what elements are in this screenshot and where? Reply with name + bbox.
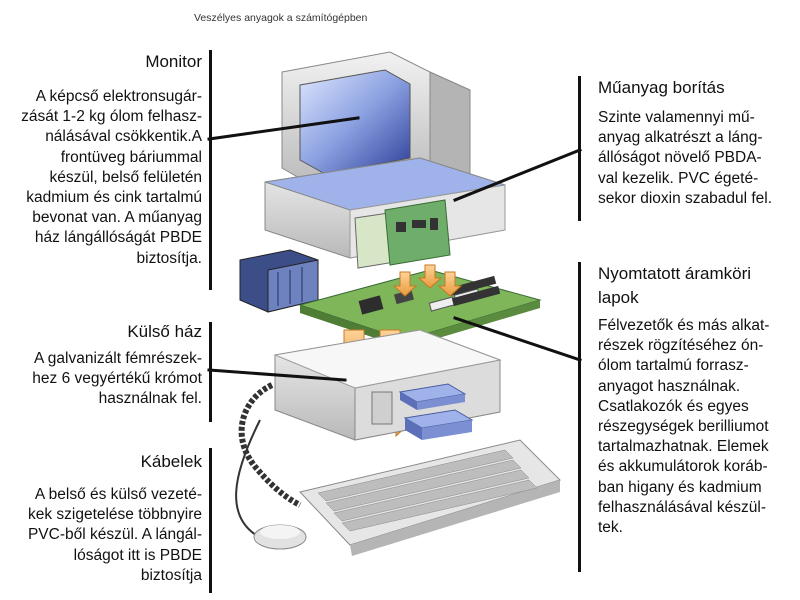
text-line: anyagot használnak.	[598, 377, 741, 395]
motherboard-illustration	[298, 269, 542, 348]
text-line: biztosítja	[140, 566, 202, 584]
text-line: biztosítja.	[136, 249, 202, 267]
keyboard-illustration	[299, 439, 561, 556]
text-line: A képcső elektronsugár-	[35, 88, 202, 105]
text-line: A galvanizált fémrészek-	[34, 350, 202, 367]
nyomtatott-rule	[578, 262, 581, 572]
text-line: nálásával csökkentik.A	[45, 128, 202, 146]
text-line: anyag alkatrészt a láng-	[598, 129, 763, 147]
text-line: részek rögzítéséhez ón-	[598, 337, 764, 355]
drives-illustration	[398, 383, 474, 440]
text-line: bevonat van. A műanyag	[32, 209, 202, 227]
kabelek-rule	[209, 448, 212, 593]
nyomtatott-text: Félvezetők és más alkat- részek rögzítés…	[598, 316, 769, 538]
text-line: Szinte valamennyi mű-	[598, 109, 755, 126]
heading-line: Nyomtatott áramköri	[598, 264, 752, 283]
kulso-haz-text: A galvanizált fémrészek- hez 6 vegyérték…	[32, 349, 202, 410]
text-line: PVC-ből készül. A lángál-	[27, 526, 202, 544]
expansion-cards-illustration	[354, 199, 451, 269]
cable-illustration	[235, 382, 302, 541]
text-line: részegységek berilliumot	[598, 418, 769, 436]
text-line: A belső és külső vezeté-	[34, 486, 202, 503]
muanyag-rule	[578, 76, 581, 221]
kulso-haz-heading: Külső ház	[127, 322, 202, 341]
kabelek-heading: Kábelek	[140, 452, 202, 471]
text-line: Félvezetők és más alkat-	[598, 317, 770, 334]
text-line: ólom tartalmú forrasz-	[598, 357, 749, 375]
text-line: Csatlakozók és egyes	[598, 397, 749, 415]
monitor-section: Monitor A képcső elektronsugár- zását 1-…	[2, 52, 202, 292]
muanyag-heading: Műanyag borítás	[598, 78, 725, 97]
kulso-haz-section: Külső ház A galvanizált fémrészek- hez 6…	[2, 322, 202, 422]
leader-lines	[207, 116, 582, 382]
text-line: és akkumulátorok koráb-	[598, 458, 768, 476]
text-line: val kezelik. PVC égeté-	[598, 169, 759, 187]
text-line: zását 1-2 kg ólom felhasz-	[21, 108, 202, 126]
text-line: hez 6 vegyértékű krómot	[32, 370, 202, 388]
monitor-heading: Monitor	[145, 52, 202, 71]
text-line: használnak fel.	[98, 390, 202, 408]
text-line: ház lángállóságát PBDE	[34, 229, 202, 247]
muanyag-section: Műanyag borítás Szinte valamennyi mű- an…	[598, 78, 798, 228]
text-line: sekor dioxin szabadul fel.	[598, 189, 773, 207]
kabelek-text: A belső és külső vezeté- kek szigetelése…	[28, 485, 202, 586]
nyomtatott-section: Nyomtatott áramköri lapok Félvezetők és …	[598, 264, 798, 574]
text-line: frontüveg báriummal	[60, 148, 202, 166]
nyomtatott-heading: Nyomtatott áramköri lapok	[598, 264, 751, 308]
monitor-text: A képcső elektronsugár- zását 1-2 kg ólo…	[21, 87, 202, 269]
kulso-haz-rule	[209, 322, 212, 422]
text-line: tartalmazhatnak. Elemek	[598, 438, 769, 456]
power-supply-illustration	[239, 249, 319, 313]
mouse-illustration	[253, 524, 307, 550]
text-line: állóságot növelő PBDA-	[598, 149, 762, 167]
text-line: kek szigetelése többnyire	[27, 506, 202, 524]
text-line: lóságot itt is PBDE	[73, 546, 202, 564]
text-line: kadmium és cink tartalmú	[26, 189, 202, 207]
kabelek-section: Kábelek A belső és külső vezeté- kek szi…	[2, 452, 202, 597]
text-line: készül, belső felületén	[49, 168, 202, 186]
muanyag-text: Szinte valamennyi mű- anyag alkatrészt a…	[598, 108, 772, 209]
text-line: tek.	[598, 519, 623, 537]
page-title: Veszélyes anyagok a számítógépben	[194, 12, 368, 24]
text-line: ban higany és kadmium	[598, 478, 762, 496]
heading-line: lapok	[598, 288, 639, 307]
monitor-rule	[209, 50, 212, 290]
text-line: felhasználásával készül-	[598, 498, 767, 516]
